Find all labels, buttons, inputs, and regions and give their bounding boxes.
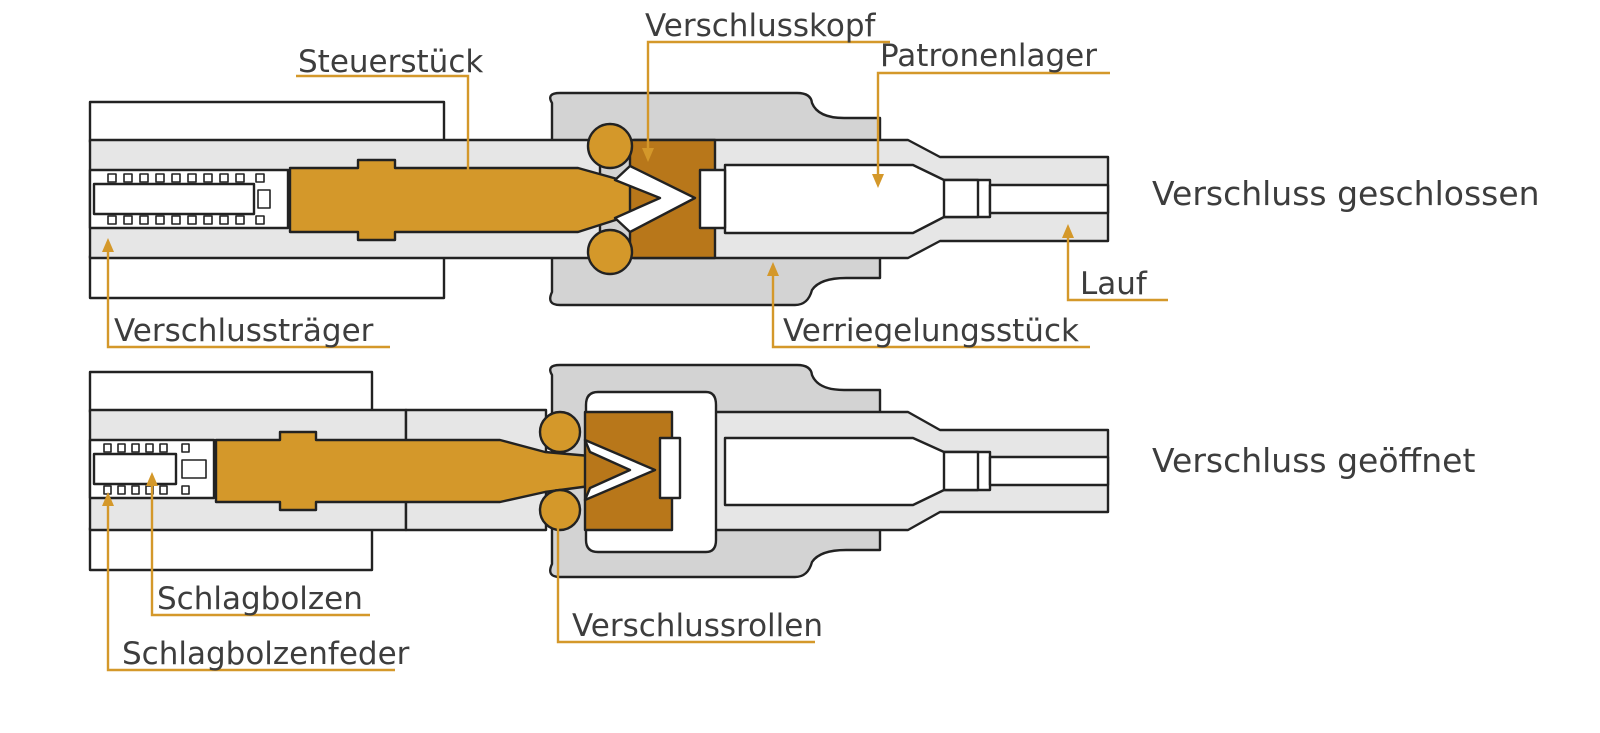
firing-pin-spring [107, 173, 271, 225]
label-lauf: Lauf [1080, 266, 1148, 302]
roller-lower [586, 228, 634, 276]
label-steuerstueck: Steuerstück [298, 44, 483, 80]
label-schlagbolzen: Schlagbolzen [157, 581, 363, 617]
bolt-head-recess [613, 164, 697, 234]
roller-lower-open [538, 488, 582, 532]
label-verschlussrollen: Verschlussrollen [572, 608, 823, 644]
label-patronenlager: Patronenlager [880, 38, 1097, 74]
state-closed: Verschluss geschlossen [1152, 174, 1540, 213]
leader-lines [102, 40, 1168, 672]
bolt-carrier-lower-open [88, 526, 374, 572]
chamber-bore [723, 163, 992, 235]
chamber-bore-open [723, 436, 992, 507]
bolt-face [698, 168, 727, 230]
label-verriegelungsstueck: Verriegelungsstück [783, 313, 1079, 349]
label-schlagbolzenfeder: Schlagbolzenfeder [122, 636, 410, 672]
roller-upper-open [538, 410, 582, 454]
bolt-face-open [658, 436, 682, 500]
chamber-step-open [942, 450, 980, 492]
label-verschlusstraeger: Verschlussträger [114, 313, 374, 349]
bolt-carrier-upper-open [88, 370, 374, 414]
bolt-carrier-upper [88, 100, 446, 144]
label-verschlusskopf: Verschlusskopf [645, 8, 877, 44]
barrel-bore [988, 183, 1110, 215]
firing-pin-rod-open [92, 452, 178, 486]
bolt-carrier-lower [88, 254, 446, 300]
firing-pin-spring-open [103, 443, 207, 495]
open-breech-assembly [88, 363, 1110, 579]
chamber-step [942, 178, 980, 219]
closed-breech-assembly [88, 91, 1110, 307]
barrel-bore-open [988, 455, 1110, 487]
bolt-head-recess-open [583, 438, 657, 502]
labels: Steuerstück Verschlusskopf Patronenlager… [114, 8, 1540, 672]
firing-pin-rod [92, 182, 256, 216]
state-open: Verschluss geöffnet [1152, 441, 1475, 480]
roller-upper [586, 122, 634, 170]
